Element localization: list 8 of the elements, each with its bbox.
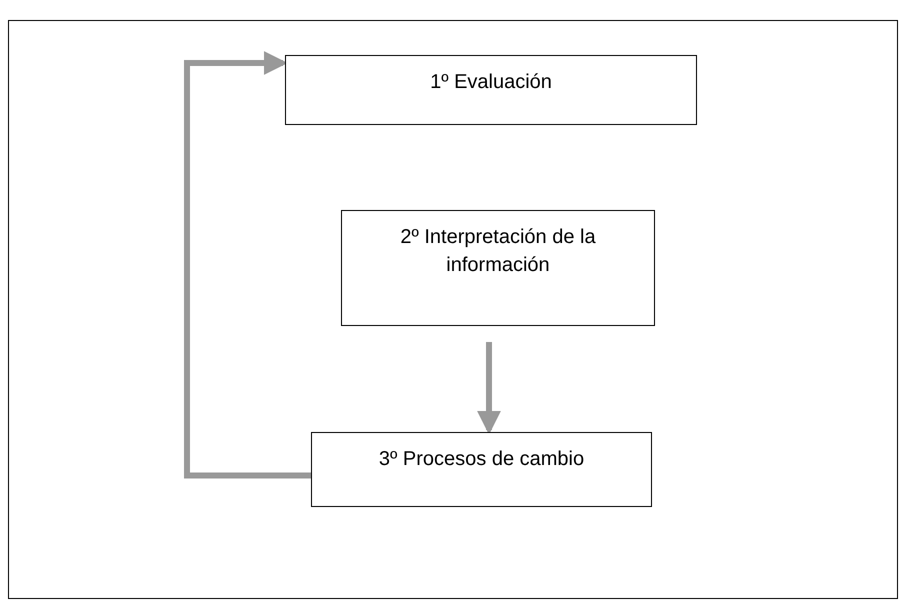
box-label: 2º Interpretación de la información <box>399 225 597 278</box>
arrow <box>184 51 311 478</box>
arrow <box>477 342 501 435</box>
process-box <box>341 210 655 326</box>
box-label: 3º Procesos de cambio <box>378 447 584 472</box>
process-box <box>285 55 697 125</box>
box-label: 1º Evaluación <box>430 70 552 95</box>
process-box <box>311 432 652 507</box>
